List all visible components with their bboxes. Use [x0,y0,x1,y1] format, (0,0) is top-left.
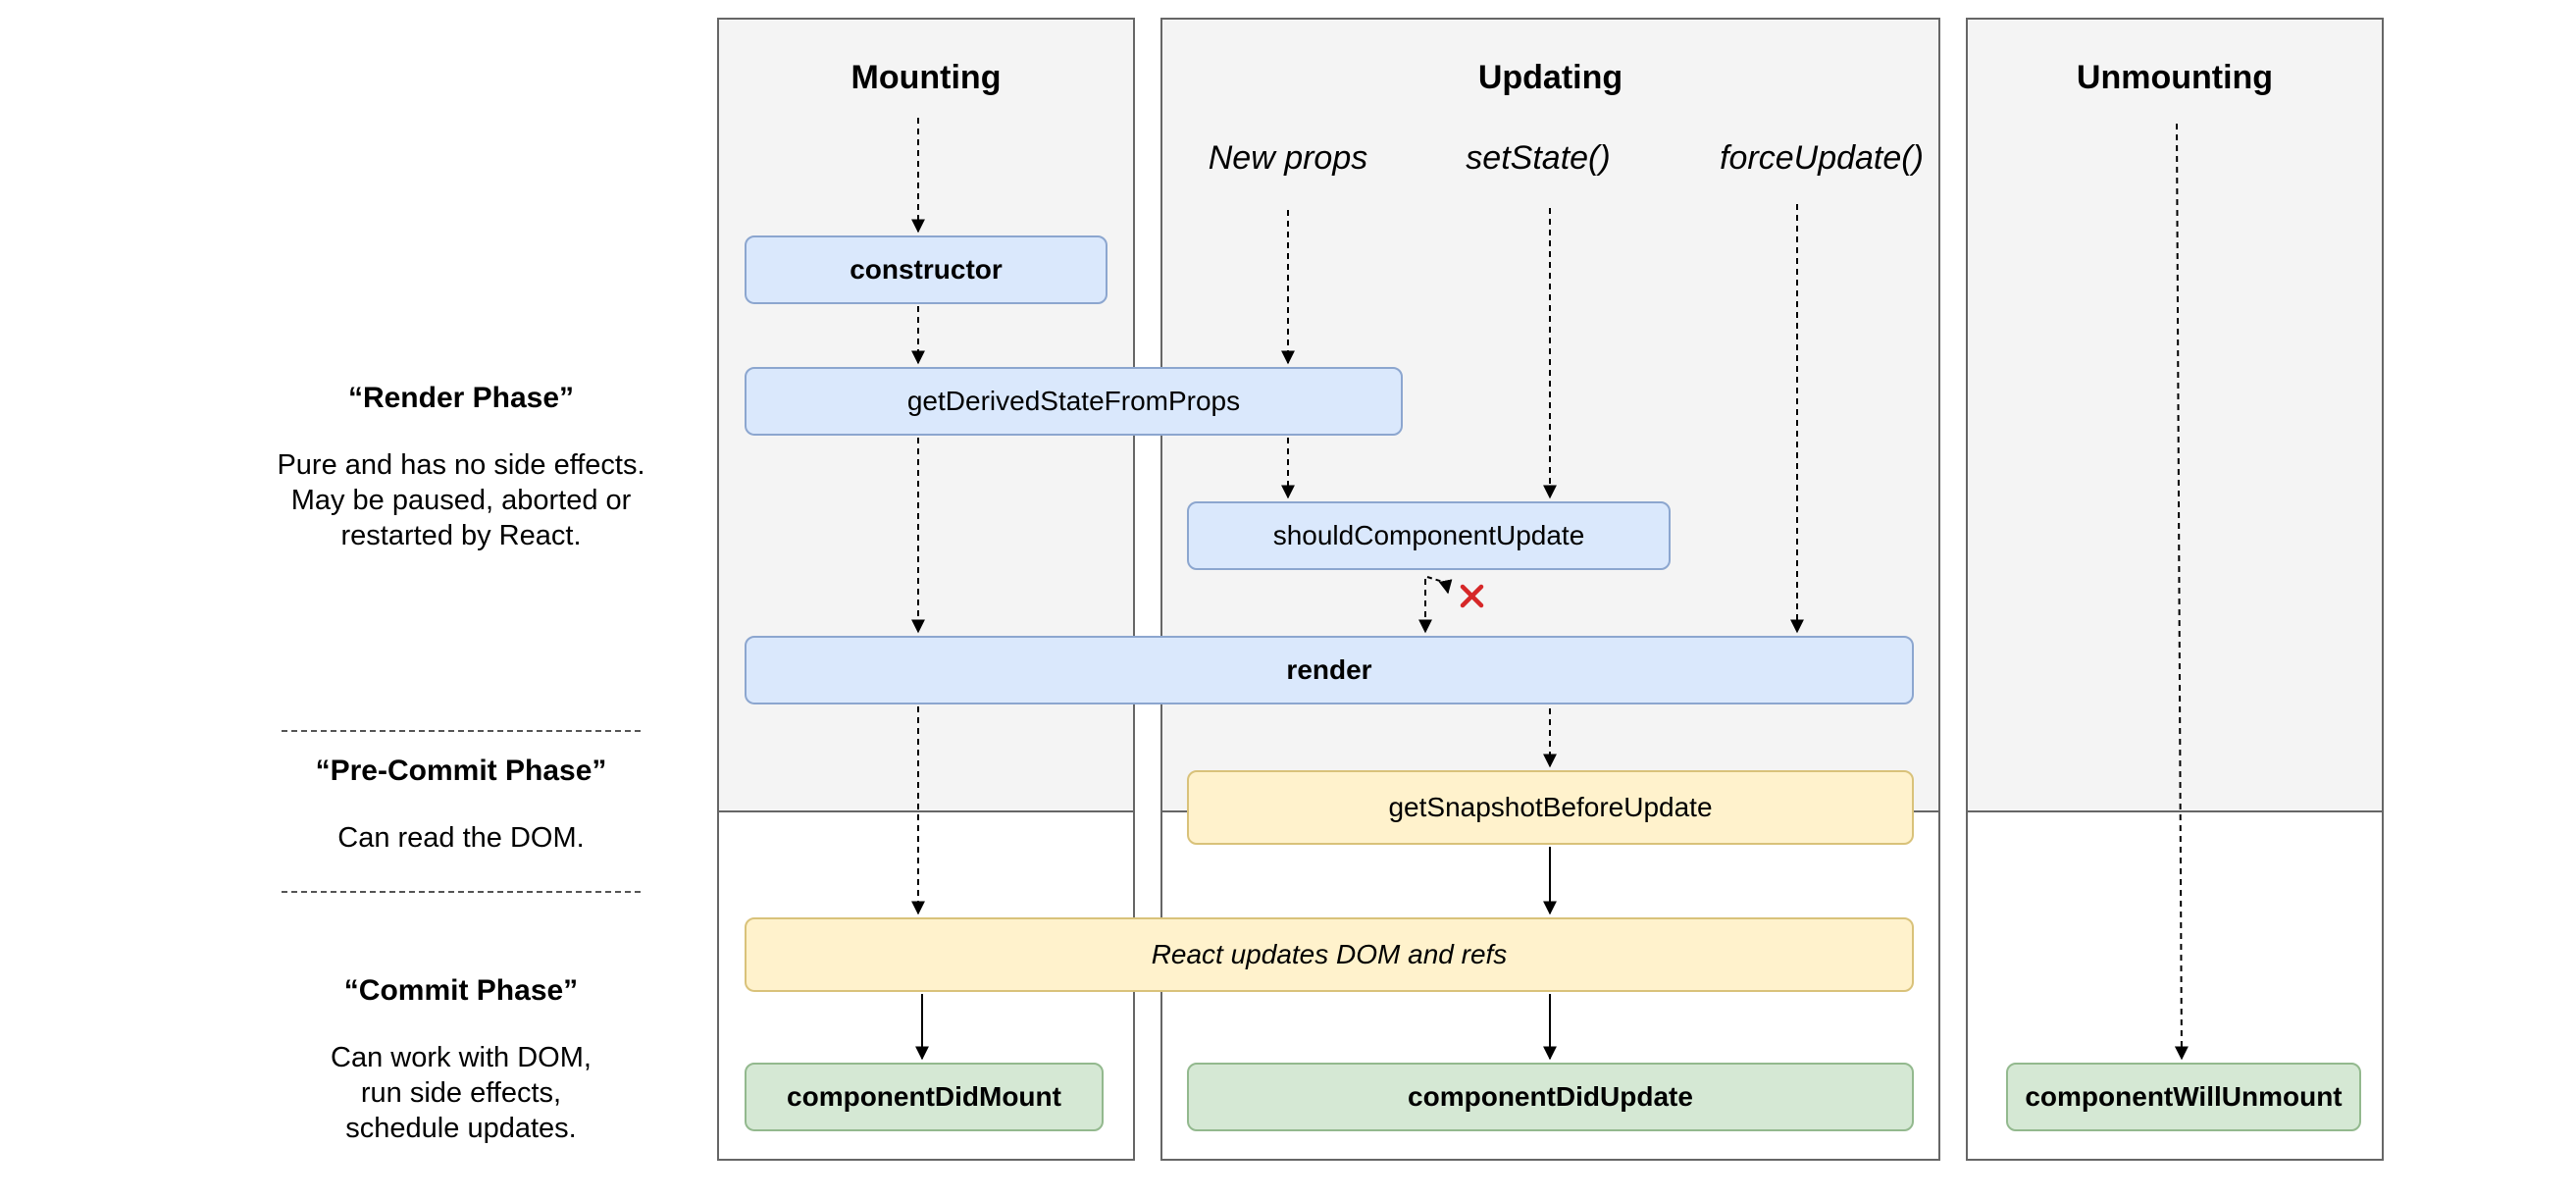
pre-commit-phase-title: “Pre-Commit Phase” [315,755,607,787]
arrow-unmounting-to-will-unmount [2174,123,2189,1061]
set-state-trigger: setState() [1466,139,1611,177]
arrow-should-update-cancel [1426,576,1453,595]
commit-phase-divider [1968,810,2382,812]
get-snapshot-before-update-node: getSnapshotBeforeUpdate [1187,770,1914,845]
commit-phase-label: “Commit Phase” Can work with DOM, run si… [235,973,687,1146]
unmounting-column: Unmounting [1966,18,2384,1161]
new-props-trigger: New props [1208,139,1368,177]
component-will-unmount-node: componentWillUnmount [2006,1063,2361,1131]
cross-mark-icon [1460,584,1484,608]
component-did-update-node: componentDidUpdate [1187,1063,1914,1131]
phase-separator [282,730,641,732]
component-did-mount-node: componentDidMount [745,1063,1104,1131]
commit-phase-description: Can work with DOM, run side effects, sch… [331,1042,592,1144]
unmounting-column-title: Unmounting [2076,59,2274,96]
render-phase-description: Pure and has no side effects. May be pau… [277,449,645,551]
render-phase-title: “Render Phase” [347,382,575,414]
render-phase-label: “Render Phase” Pure and has no side effe… [235,381,687,553]
pre-commit-phase-label: “Pre-Commit Phase” Can read the DOM. [235,754,687,856]
force-update-trigger: forceUpdate() [1720,139,1924,177]
pre-commit-phase-description: Can read the DOM. [337,822,585,854]
updating-column-title: Updating [1477,59,1623,96]
get-derived-state-from-props-node: getDerivedStateFromProps [745,367,1403,436]
should-component-update-node: shouldComponentUpdate [1187,501,1671,570]
constructor-node: constructor [745,235,1108,304]
mounting-column-title: Mounting [850,59,1002,96]
phase-separator [282,891,641,893]
commit-phase-title: “Commit Phase” [343,974,579,1007]
render-node: render [745,636,1914,704]
react-updates-dom-node: React updates DOM and refs [745,917,1914,992]
commit-phase-divider [719,810,1133,812]
